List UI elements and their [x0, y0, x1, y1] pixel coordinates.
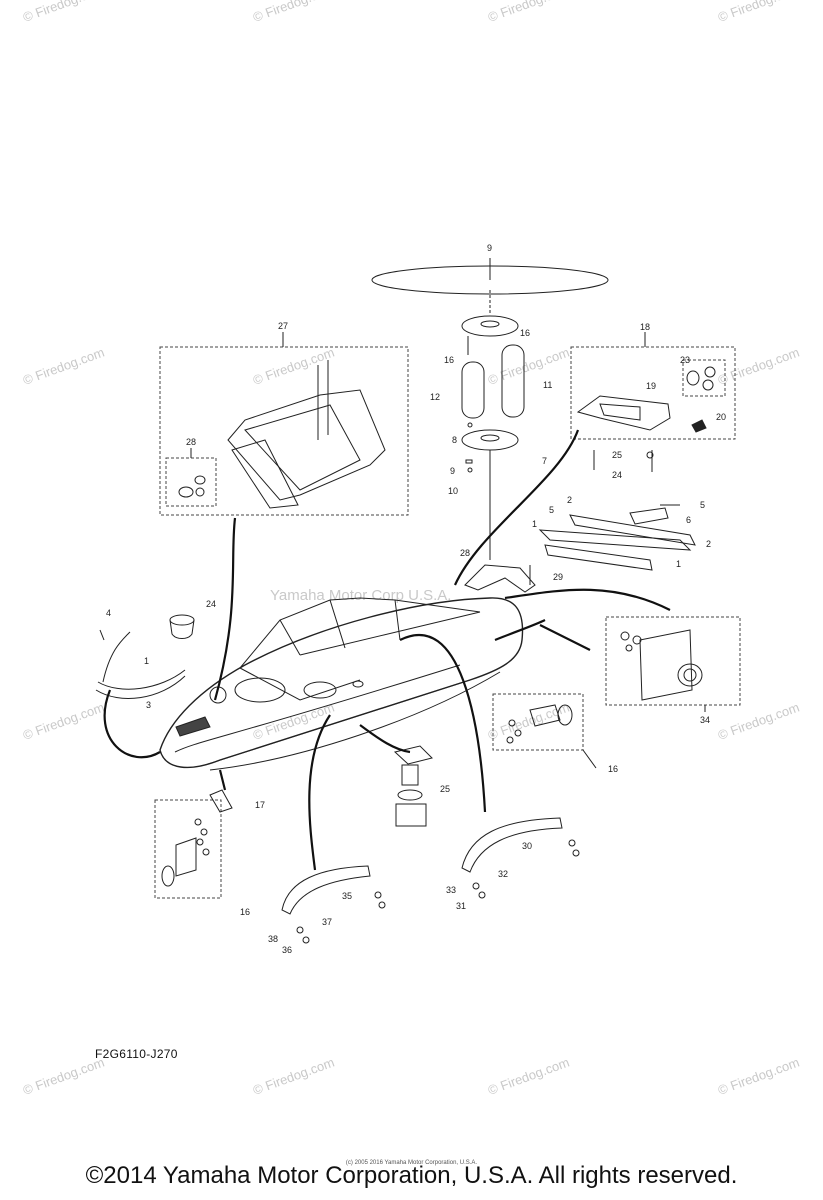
callout: 1 — [676, 559, 681, 569]
cleat-box-left — [154, 799, 222, 899]
boat-hull — [159, 597, 524, 771]
callout: 31 — [456, 901, 466, 911]
callout: 2 — [706, 539, 711, 549]
callout: 18 — [640, 322, 650, 332]
watermark: © Firedog.com — [486, 344, 571, 387]
callout: 9 — [487, 243, 492, 253]
watermark: © Firedog.com — [716, 699, 801, 742]
callout: 37 — [322, 917, 332, 927]
callout: 19 — [646, 381, 656, 391]
callout: 28 — [186, 437, 196, 447]
cleat-box-right — [492, 693, 597, 769]
callout: 38 — [268, 934, 278, 944]
callout: 5 — [700, 500, 705, 510]
watermark: © Firedog.com — [716, 1054, 801, 1097]
ladder-assembly-box — [159, 332, 409, 516]
switch-panel-box — [605, 616, 741, 712]
callout: 20 — [716, 412, 726, 422]
callout: 16 — [240, 907, 250, 917]
watermark: © Firedog.com — [486, 699, 571, 742]
callout: 35 — [342, 891, 352, 901]
callout: 33 — [446, 885, 456, 895]
callout: 23 — [680, 355, 690, 365]
callout: 32 — [498, 869, 508, 879]
watermark-layer: © Firedog.com © Firedog.com © Firedog.co… — [21, 0, 801, 1098]
bow-light-part — [464, 564, 536, 593]
rail-brackets — [538, 504, 696, 571]
watermark: © Firedog.com — [21, 699, 106, 742]
watermark: © Firedog.com — [21, 0, 106, 25]
callout: 6 — [686, 515, 691, 525]
watermark: © Firedog.com — [251, 1054, 336, 1097]
callout: 11 — [543, 380, 552, 390]
callout: 7 — [542, 456, 547, 466]
watermark: © Firedog.com — [486, 1054, 571, 1097]
callout: 4 — [106, 608, 111, 618]
callout: 8 — [452, 435, 457, 445]
callout: 24 — [612, 470, 622, 480]
callout: 3 — [146, 700, 151, 710]
callout: 1 — [532, 519, 537, 529]
callout: 36 — [282, 945, 292, 955]
watermark: © Firedog.com — [716, 344, 801, 387]
fine-print: (c) 2005 2016 Yamaha Motor Corporation, … — [345, 1160, 478, 1166]
callout: 10 — [448, 486, 458, 496]
watermark: © Firedog.com — [251, 344, 336, 387]
callout: 1 — [144, 656, 149, 666]
watermark: © Firedog.com — [486, 0, 571, 25]
callout: 29 — [553, 572, 563, 582]
cup-holder-part — [169, 614, 195, 639]
callout: 16 — [444, 355, 454, 365]
sunshade-disc — [371, 258, 609, 295]
callout: 30 — [522, 841, 532, 851]
drain-plug-part — [393, 745, 433, 827]
bracket-part — [209, 789, 233, 813]
callout: 5 — [549, 505, 554, 515]
callout: 2 — [567, 495, 572, 505]
callout: 9 — [450, 466, 455, 476]
left-rail-part — [95, 629, 186, 699]
callout-labels: 9 16 16 12 11 8 7 9 10 27 28 18 23 19 20… — [106, 243, 726, 955]
pole-assembly — [461, 290, 525, 560]
grab-handle-30 — [461, 817, 580, 899]
callout: 16 — [608, 764, 618, 774]
watermark: © Firedog.com — [21, 344, 106, 387]
callout: 28 — [460, 548, 470, 558]
callout: 25 — [440, 784, 450, 794]
callout: 25 — [612, 450, 622, 460]
mount-assembly-box — [570, 332, 736, 472]
leader-lines — [103, 429, 671, 871]
watermark: © Firedog.com — [716, 0, 801, 25]
callout: 34 — [700, 715, 710, 725]
callout: 27 — [278, 321, 288, 331]
center-watermark: Yamaha Motor Corp U.S.A. — [270, 587, 451, 604]
grab-handle-35 — [281, 865, 386, 944]
watermark: © Firedog.com — [21, 1054, 106, 1097]
callout: 17 — [255, 800, 265, 810]
callout: 16 — [520, 328, 530, 338]
diagram-part-code: F2G6110-J270 — [95, 1047, 178, 1061]
callout: 24 — [206, 599, 216, 609]
callout: 12 — [430, 392, 440, 402]
copyright-notice: ©2014 Yamaha Motor Corporation, U.S.A. A… — [85, 1162, 738, 1189]
watermark: © Firedog.com — [251, 0, 336, 25]
